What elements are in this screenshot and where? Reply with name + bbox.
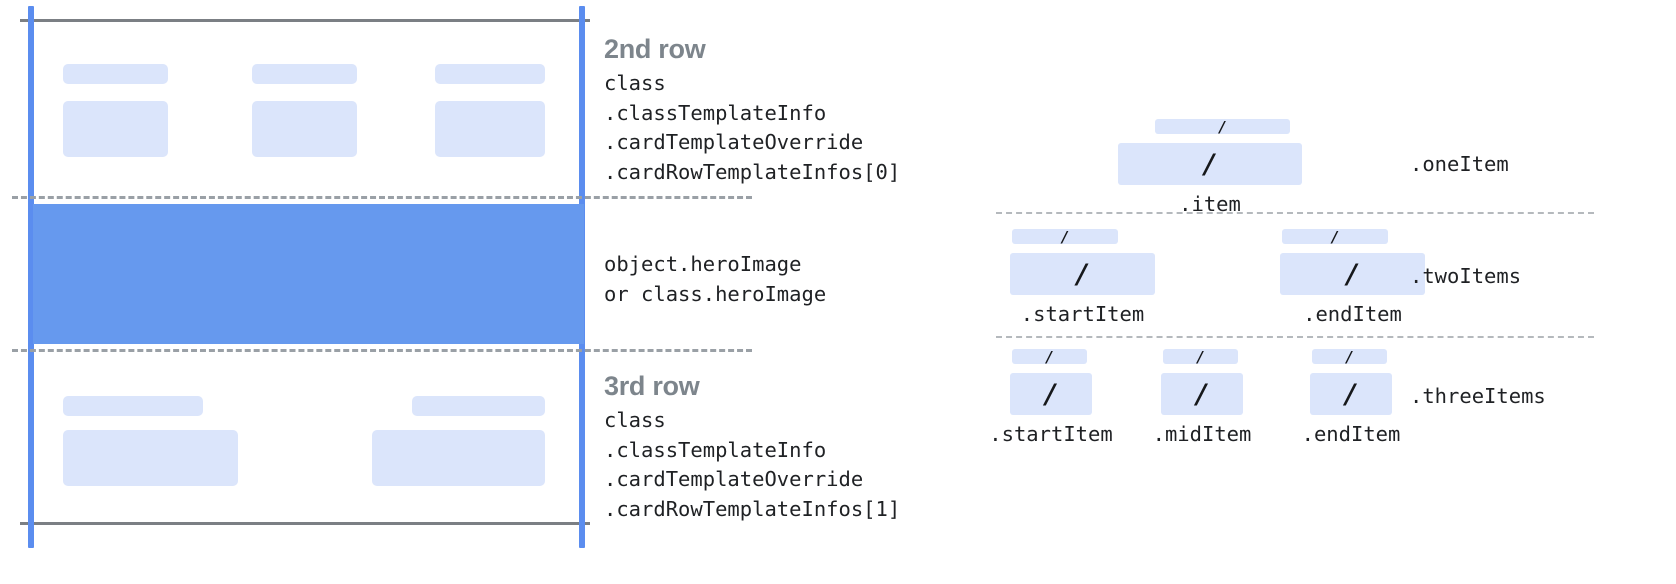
row3-col2-value-placeholder	[372, 430, 545, 486]
row2-col3-value-placeholder	[435, 101, 545, 157]
row-divider-upper	[12, 196, 752, 199]
item-group-three: / / .startItem / / .midItem / / .endItem…	[960, 336, 1676, 460]
card-top-rule	[20, 19, 590, 22]
group-label-three-items: .threeItems	[1410, 384, 1546, 408]
item-slot-item-caption: .item	[1179, 192, 1241, 216]
annotation-third-row: 3rd row class .classTemplateInfo .cardTe…	[604, 369, 900, 524]
item-slot-mid-three-label-bar: /	[1163, 349, 1238, 364]
item-slot-start-three-caption: .startItem	[989, 422, 1113, 446]
hero-image-band	[33, 204, 584, 344]
item-slot-mid-three-caption: .midItem	[1152, 422, 1252, 446]
item-slot-mid-three-value-bar: /	[1161, 373, 1243, 415]
card-frame	[0, 0, 752, 584]
item-slot-end-three-value-bar: /	[1310, 373, 1392, 415]
card-left-guide	[28, 6, 34, 548]
item-group-divider-2	[996, 336, 1594, 338]
item-group-divider-1	[996, 212, 1594, 214]
card-bottom-rule	[20, 522, 590, 525]
item-slot-end-two: / / .endItem	[1280, 229, 1425, 326]
second-row-title: 2nd row	[604, 34, 706, 64]
row2-col2-label-placeholder	[252, 64, 357, 84]
group-label-two-items: .twoItems	[1410, 264, 1522, 288]
item-slot-start-two: / / .startItem	[1010, 229, 1155, 326]
item-slot-end-three: / / .endItem	[1302, 349, 1400, 446]
third-row-title: 3rd row	[604, 371, 700, 401]
item-slot-item-value-bar: /	[1118, 143, 1302, 185]
row2-col2-value-placeholder	[252, 101, 357, 157]
item-slot-end-two-caption: .endItem	[1303, 302, 1402, 326]
item-slot-start-two-caption: .startItem	[1020, 302, 1145, 326]
item-slot-end-two-value-bar: /	[1280, 253, 1425, 295]
row3-col1-value-placeholder	[63, 430, 238, 486]
item-slot-start-three: / / .startItem	[989, 349, 1113, 446]
item-slot-item-label-bar: /	[1155, 119, 1290, 134]
item-group-one: / / .item .oneItem	[960, 0, 1676, 216]
item-slot-end-three-caption: .endItem	[1301, 422, 1401, 446]
annotation-hero-image: object.heroImage or class.heroImage	[604, 250, 826, 309]
second-row-path: class .classTemplateInfo .cardTemplateOv…	[604, 71, 901, 184]
group-label-one-item: .oneItem	[1410, 152, 1509, 176]
third-row-path: class .classTemplateInfo .cardTemplateOv…	[604, 408, 901, 521]
item-slot-start-three-label-bar: /	[1012, 349, 1087, 364]
row3-col2-label-placeholder	[412, 396, 545, 416]
row3-col1-label-placeholder	[63, 396, 203, 416]
item-templates-panel: / / .item .oneItem / / .startItem / / .e…	[960, 0, 1676, 584]
item-slot-end-three-label-bar: /	[1312, 349, 1387, 364]
item-group-two: / / .startItem / / .endItem .twoItems	[960, 212, 1676, 336]
row2-col3-label-placeholder	[435, 64, 545, 84]
row-divider-lower	[12, 349, 752, 352]
item-slot-start-two-label-bar: /	[1012, 229, 1118, 244]
item-slot-end-two-label-bar: /	[1282, 229, 1388, 244]
item-slot-mid-three: / / .midItem	[1153, 349, 1251, 446]
item-slot-start-two-value-bar: /	[1010, 253, 1155, 295]
hero-image-path: object.heroImage or class.heroImage	[604, 252, 827, 306]
row2-col1-value-placeholder	[63, 101, 168, 157]
row2-col1-label-placeholder	[63, 64, 168, 84]
annotation-second-row: 2nd row class .classTemplateInfo .cardTe…	[604, 32, 900, 187]
item-slot-start-three-value-bar: /	[1010, 373, 1092, 415]
item-slot-item: / / .item	[1118, 119, 1302, 216]
